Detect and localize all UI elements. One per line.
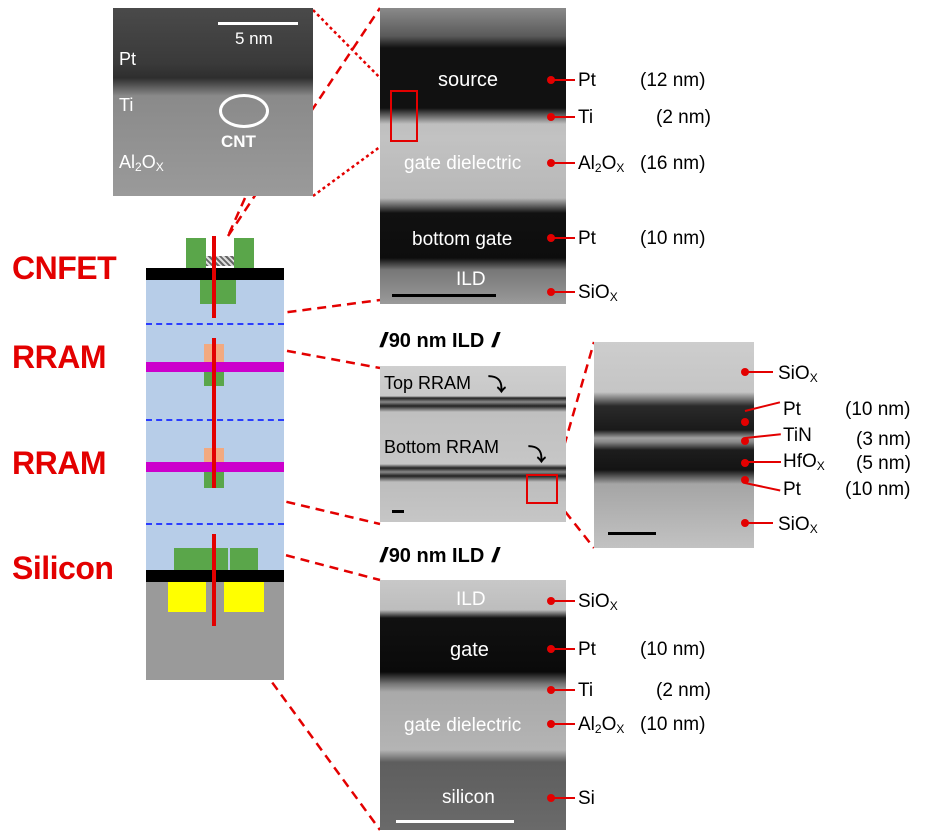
rram-zoom-layer-pt-bottom-thickness: (10 nm) bbox=[845, 479, 911, 500]
ild-label-upper: // 90 nm ILD // bbox=[380, 330, 499, 352]
inset-tem: 5 nm Pt Ti Al2OX CNT bbox=[113, 8, 313, 196]
label-rram-bottom: RRAM bbox=[12, 445, 106, 481]
rram-zoom-layer-siox-top: SiOX bbox=[778, 363, 818, 385]
cnfet-tem-gate-dielectric: gate dielectric bbox=[404, 153, 522, 174]
cnfet-contact-left bbox=[186, 238, 206, 268]
cnfet-layer-pt-thickness: (12 nm) bbox=[640, 70, 706, 91]
cnfet-layer-pt-gate: Pt bbox=[578, 228, 596, 249]
si-layer-pt: Pt bbox=[578, 639, 596, 660]
cnfet-red-via bbox=[212, 236, 216, 318]
inset-ti-label: Ti bbox=[119, 95, 134, 115]
si-drain-region bbox=[224, 582, 264, 612]
rram-zoom-layer-hfox: HfOX bbox=[783, 451, 825, 473]
cnfet-tem-source: source bbox=[438, 69, 499, 91]
si-layer-siox: SiOX bbox=[578, 591, 618, 613]
rram-tem-bottom-label: Bottom RRAM bbox=[384, 437, 500, 457]
tier-divider-3 bbox=[146, 523, 284, 525]
cnt-ellipse bbox=[219, 94, 269, 128]
rram-tem-top-label: Top RRAM bbox=[384, 373, 472, 393]
device-stack bbox=[146, 236, 284, 680]
rram-red-via bbox=[212, 338, 216, 488]
si-layer-al2ox-thickness: (10 nm) bbox=[640, 714, 706, 735]
inset-pt-label: Pt bbox=[119, 49, 137, 69]
rram-zoom-tem bbox=[594, 342, 754, 548]
rram-top-arrow-icon: ⤵ bbox=[488, 375, 506, 395]
rram-zoom-layer-pt-bottom: Pt bbox=[783, 479, 801, 500]
label-silicon: Silicon bbox=[12, 550, 114, 586]
inset-scale-label: 5 nm bbox=[235, 29, 273, 48]
tier-divider-1 bbox=[146, 323, 284, 325]
si-tem-gate: gate bbox=[450, 639, 489, 661]
si-red-via bbox=[212, 534, 216, 626]
cnfet-tem-ild: ILD bbox=[456, 269, 486, 290]
label-rram-top: RRAM bbox=[12, 339, 106, 375]
si-layer-ti: Ti bbox=[578, 680, 594, 701]
cnfet-layer-ti: Ti bbox=[578, 107, 594, 128]
cnfet-layer-al2ox-thickness: (16 nm) bbox=[640, 153, 706, 174]
rram-zoom-layer-siox-bottom: SiOX bbox=[778, 514, 818, 536]
cnfet-layer-al2ox: Al2OX bbox=[578, 153, 625, 175]
inset-cnt-label: CNT bbox=[221, 132, 256, 151]
si-source-region bbox=[168, 582, 206, 612]
rram-scale-bar bbox=[392, 510, 404, 513]
cnfet-layer-siox: SiOX bbox=[578, 282, 618, 304]
si-tem: ILD gate gate dielectric silicon bbox=[380, 580, 566, 830]
rram-roi-box bbox=[526, 474, 558, 504]
cnt-channel bbox=[206, 256, 234, 266]
si-tem-silicon: silicon bbox=[442, 787, 495, 808]
rram-zoom-layer-hfox-thickness: (5 nm) bbox=[856, 453, 911, 474]
si-layer-pt-thickness: (10 nm) bbox=[640, 639, 706, 660]
cnfet-contact-right bbox=[234, 238, 254, 268]
cnfet-roi-box bbox=[390, 90, 418, 142]
cnfet-scale-bar bbox=[392, 294, 496, 297]
si-scale-bar bbox=[396, 820, 514, 823]
rram-bottom-arrow-icon: ⤵ bbox=[528, 445, 546, 465]
rram-tem: Top RRAM ⤵ Bottom RRAM ⤵ bbox=[380, 366, 566, 522]
si-layer-ti-thickness: (2 nm) bbox=[656, 680, 711, 701]
rram-zoom-layer-tin-thickness: (3 nm) bbox=[856, 429, 911, 450]
si-layer-si: Si bbox=[578, 788, 595, 809]
label-cnfet: CNFET bbox=[12, 250, 117, 286]
si-tem-ild: ILD bbox=[456, 589, 486, 610]
ild-label-lower: // 90 nm ILD // bbox=[380, 545, 499, 567]
cnfet-tem: source gate dielectric bottom gate ILD bbox=[380, 8, 566, 304]
inset-al2ox-label: Al2OX bbox=[119, 152, 164, 174]
cnfet-layer-pt-gate-thickness: (10 nm) bbox=[640, 228, 706, 249]
cnfet-layer-ti-thickness: (2 nm) bbox=[656, 107, 711, 128]
rram-zoom-scale-bar bbox=[608, 532, 656, 535]
si-tem-gate-dielectric: gate dielectric bbox=[404, 715, 522, 736]
rram-zoom-layer-pt-top-thickness: (10 nm) bbox=[845, 399, 911, 420]
si-layer-al2ox: Al2OX bbox=[578, 714, 625, 736]
rram-zoom-layer-tin: TiN bbox=[783, 425, 812, 446]
cnfet-bottom-gate bbox=[200, 280, 236, 304]
rram-zoom-layer-pt-top: Pt bbox=[783, 399, 801, 420]
cnfet-layer-pt: Pt bbox=[578, 70, 596, 91]
inset-scale-bar bbox=[218, 22, 298, 25]
cnfet-tem-bottom-gate: bottom gate bbox=[412, 229, 513, 250]
